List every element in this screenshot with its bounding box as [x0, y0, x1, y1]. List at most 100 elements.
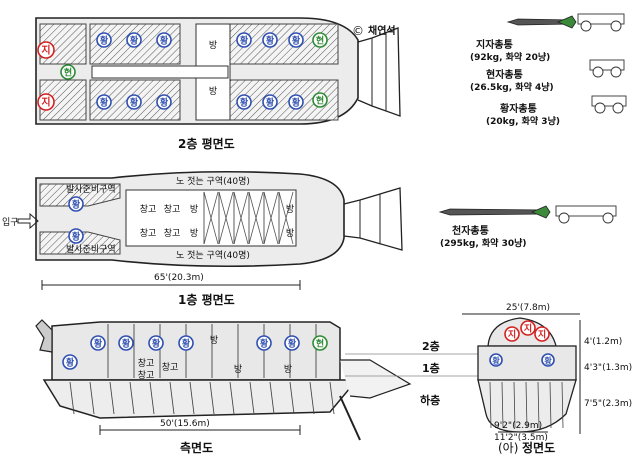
- deck2-plan: [35, 17, 401, 125]
- svg-text:황: 황: [66, 357, 75, 369]
- cannon-port-hwangja: 황: [90, 335, 106, 351]
- room-label-room: 방: [190, 228, 198, 239]
- plan-length-label: 65'(20.3m): [154, 273, 204, 283]
- cannon-port-hwangja: 황: [118, 335, 134, 351]
- h-upper-label: 4'(1.2m): [584, 337, 622, 347]
- deck1-hatch-top: [39, 183, 121, 207]
- side-upper-hull: [51, 321, 341, 381]
- side-length-label: 50'(15.6m): [160, 419, 210, 429]
- room-label-storage: 창고: [162, 362, 179, 373]
- svg-text:황: 황: [266, 97, 275, 109]
- side-lower-hull: [42, 379, 351, 419]
- svg-text:현: 현: [316, 338, 324, 350]
- cannon-port-jija: 지: [520, 320, 536, 336]
- cannon-port-jija: 지: [504, 326, 520, 342]
- cannon-port-hwangja: 황: [156, 94, 172, 110]
- cannon-port-hwangja: 황: [489, 353, 503, 367]
- cannon-1-name: 지자총통: [476, 38, 513, 51]
- front-title-prefix: (아): [498, 441, 518, 455]
- cannon-3-spec: (20kg, 화약 3냥): [486, 115, 560, 127]
- cannon-port-hyeonja: 현: [312, 32, 328, 48]
- room-label-storage: 창고: [138, 358, 155, 369]
- svg-text:지: 지: [538, 329, 546, 341]
- deck1-rudder: [343, 187, 403, 251]
- side-rudder: [340, 359, 412, 399]
- cannon-port-hwangja: 황: [262, 94, 278, 110]
- room-label-room: 방: [234, 364, 242, 375]
- svg-text:황: 황: [292, 35, 301, 47]
- deck2-center-corridor: [91, 65, 229, 79]
- room-label-storage: 창고: [140, 228, 157, 239]
- room-label-room: 방: [286, 204, 294, 215]
- room-label-storage: 창고: [138, 370, 155, 381]
- svg-text:현: 현: [64, 67, 72, 79]
- level-1-label: 1층: [422, 361, 440, 375]
- cannon-port-jija: 지: [37, 93, 55, 111]
- svg-text:황: 황: [260, 338, 269, 350]
- h-middle-label: 4'3"(1.3m): [584, 363, 632, 373]
- svg-text:황: 황: [292, 97, 301, 109]
- firing-prep-top-label: 발사준비구역: [66, 184, 116, 195]
- room-label-room: 방: [190, 204, 198, 215]
- cannon-port-hwangja: 황: [262, 32, 278, 48]
- svg-text:지: 지: [508, 329, 516, 341]
- room-label-room: 방: [210, 335, 218, 346]
- rowers-top-label: 노 젓는 구역(40명): [176, 175, 250, 187]
- front-title: 정면도: [522, 440, 555, 455]
- room-label-room: 방: [209, 86, 217, 97]
- cannon-port-hwangja: 황: [68, 196, 84, 212]
- svg-text:현: 현: [316, 35, 324, 47]
- svg-text:황: 황: [240, 35, 249, 47]
- cannon-port-hwangja: 황: [178, 335, 194, 351]
- front-width-label: 25'(7.8m): [506, 303, 550, 313]
- svg-text:황: 황: [240, 97, 249, 109]
- entrance-label: 입구: [2, 216, 19, 228]
- cannon-4-name: 천자총통: [452, 224, 489, 237]
- cannon-port-hyeonja: 현: [60, 64, 76, 80]
- side-title: 측면도: [180, 440, 213, 455]
- svg-text:황: 황: [72, 231, 81, 243]
- cannon-port-hwangja: 황: [288, 32, 304, 48]
- svg-text:황: 황: [100, 97, 109, 109]
- cannon-1-spec: (92kg, 화약 20냥): [470, 51, 550, 63]
- cannon-4-spec: (295kg, 화약 30냥): [440, 237, 527, 249]
- svg-text:황: 황: [288, 338, 297, 350]
- cannon-3-name: 황자총통: [500, 102, 537, 115]
- firing-prep-bottom-label: 발사준비구역: [66, 244, 116, 255]
- cannon-port-hwangja: 황: [126, 94, 142, 110]
- room-label-storage: 창고: [164, 228, 181, 239]
- cannon-port-hwangja: 황: [236, 94, 252, 110]
- svg-text:황: 황: [100, 35, 109, 47]
- svg-text:황: 황: [160, 35, 169, 47]
- cannon-2-spec: (26.5kg, 화약 4냥): [470, 81, 554, 93]
- front-hull-ribs: [489, 381, 564, 429]
- cannon-port-hwangja: 황: [256, 335, 272, 351]
- deck2-title: 2층 평면도: [178, 136, 235, 151]
- deck2-hatch-bottom-left: [39, 79, 87, 121]
- level-2-label: 2층: [422, 339, 440, 353]
- svg-text:황: 황: [182, 338, 191, 350]
- deck1-plan: [17, 170, 403, 290]
- deck1-rower-benches: [203, 191, 294, 245]
- svg-text:황: 황: [152, 338, 161, 350]
- svg-text:황: 황: [544, 356, 552, 366]
- svg-text:황: 황: [492, 356, 500, 366]
- cannon-port-hwangja: 황: [541, 353, 555, 367]
- side-hull-ribs: [69, 324, 335, 415]
- cannon-port-jija: 지: [534, 326, 550, 342]
- cannon-2-name: 현자총통: [486, 68, 523, 81]
- svg-text:황: 황: [72, 199, 81, 211]
- front-view: [462, 313, 581, 434]
- copyright-icon: ©: [352, 24, 364, 38]
- room-label-room: 방: [284, 364, 292, 375]
- side-anchor-pole: [339, 395, 361, 441]
- copyright-name: 채연석: [368, 24, 396, 37]
- svg-text:지: 지: [41, 44, 50, 57]
- svg-text:황: 황: [160, 97, 169, 109]
- h-lower-label: 7'5"(2.3m): [584, 399, 632, 409]
- cannon-port-hwangja: 황: [236, 32, 252, 48]
